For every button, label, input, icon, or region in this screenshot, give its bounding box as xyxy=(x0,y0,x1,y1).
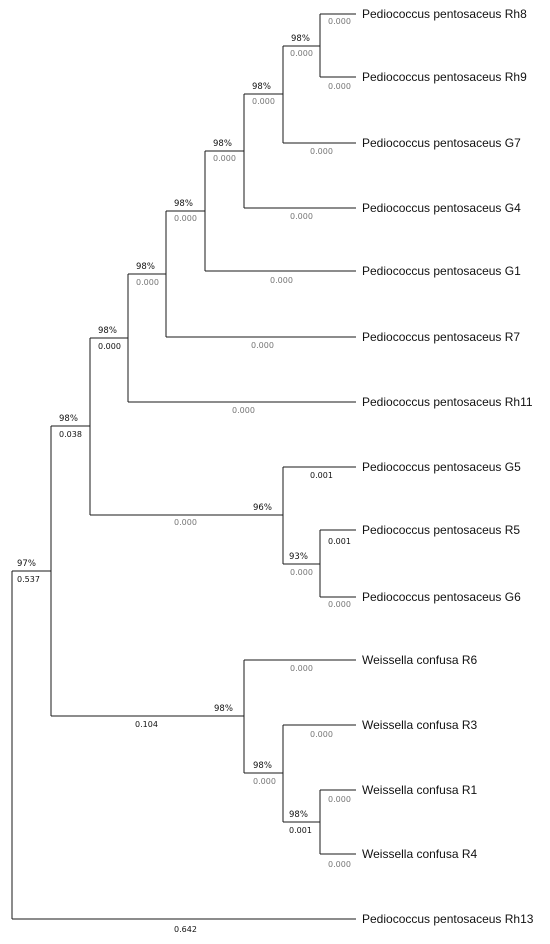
taxon-label-r5: Pediococcus pentosaceus R5 xyxy=(362,523,520,537)
bootstrap-label: 98% xyxy=(289,810,308,820)
bootstrap-label: 93% xyxy=(289,552,308,562)
bootstrap-label: 98% xyxy=(213,139,232,149)
branch-length-label: 0.000 xyxy=(136,278,159,287)
branch-length-label: 0.000 xyxy=(328,82,351,91)
branch-length-label: 0.642 xyxy=(174,925,197,934)
bootstrap-label: 98% xyxy=(252,82,271,92)
branch-length-labels: 0.000 0.000 0.000 0.000 0.000 0.000 0.00… xyxy=(17,17,351,934)
taxon-label-rh13: Pediococcus pentosaceus Rh13 xyxy=(362,912,534,926)
taxon-label-r3: Weissella confusa R3 xyxy=(362,718,477,732)
taxon-label-g6: Pediococcus pentosaceus G6 xyxy=(362,590,521,604)
branch-length-label: 0.000 xyxy=(328,600,351,609)
branch-length-label: 0.000 xyxy=(251,341,274,350)
branch-length-label: 0.000 xyxy=(98,342,121,351)
bootstrap-label: 98% xyxy=(214,704,233,714)
bootstrap-values: 98% 98% 98% 98% 98% 98% 98% 96% 93% 98% … xyxy=(17,34,310,820)
taxon-labels: Pediococcus pentosaceus Rh8 Pediococcus … xyxy=(362,7,534,926)
taxon-label-g7: Pediococcus pentosaceus G7 xyxy=(362,136,521,150)
branch-length-label: 0.000 xyxy=(174,518,197,527)
branch-length-label: 0.000 xyxy=(328,795,351,804)
branch-length-label: 0.000 xyxy=(290,49,313,58)
bootstrap-label: 98% xyxy=(253,761,272,771)
taxon-label-g5: Pediococcus pentosaceus G5 xyxy=(362,460,521,474)
branch-length-label: 0.000 xyxy=(328,860,351,869)
branch-length-label: 0.000 xyxy=(174,214,197,223)
taxon-label-r6: Weissella confusa R6 xyxy=(362,653,477,667)
taxon-label-rh11: Pediococcus pentosaceus Rh11 xyxy=(362,395,533,409)
branch-length-label: 0.104 xyxy=(135,720,158,729)
bootstrap-label: 97% xyxy=(17,559,36,569)
branch-length-label: 0.000 xyxy=(213,154,236,163)
bootstrap-label: 98% xyxy=(59,414,78,424)
bootstrap-label: 96% xyxy=(253,503,272,513)
branch-length-label: 0.000 xyxy=(232,406,255,415)
branch-length-label: 0.000 xyxy=(290,568,313,577)
taxon-label-r7: Pediococcus pentosaceus R7 xyxy=(362,330,520,344)
branch-length-label: 0.000 xyxy=(252,97,275,106)
branch-length-label: 0.000 xyxy=(310,147,333,156)
branch-length-label: 0.000 xyxy=(290,212,313,221)
branch-length-label: 0.038 xyxy=(59,430,82,439)
taxon-label-g4: Pediococcus pentosaceus G4 xyxy=(362,201,521,215)
branch-length-label: 0.537 xyxy=(17,575,40,584)
branch-length-label: 0.001 xyxy=(328,537,351,546)
bootstrap-label: 98% xyxy=(291,34,310,44)
branch-length-label: 0.000 xyxy=(270,276,293,285)
taxon-label-rh9: Pediococcus pentosaceus Rh9 xyxy=(362,70,527,84)
taxon-label-g1: Pediococcus pentosaceus G1 xyxy=(362,264,521,278)
taxon-label-r1: Weissella confusa R1 xyxy=(362,783,477,797)
taxon-label-r4: Weissella confusa R4 xyxy=(362,847,477,861)
bootstrap-label: 98% xyxy=(174,199,193,209)
taxon-label-rh8: Pediococcus pentosaceus Rh8 xyxy=(362,7,527,21)
branch-length-label: 0.001 xyxy=(310,471,333,480)
branch-length-label: 0.001 xyxy=(289,826,312,835)
bootstrap-label: 98% xyxy=(98,326,117,336)
branch-length-label: 0.000 xyxy=(290,664,313,673)
bootstrap-label: 98% xyxy=(136,262,155,272)
branch-length-label: 0.000 xyxy=(328,17,351,26)
branch-length-label: 0.000 xyxy=(253,777,276,786)
branch-length-label: 0.000 xyxy=(310,730,333,739)
tree-branches xyxy=(11,13,356,920)
